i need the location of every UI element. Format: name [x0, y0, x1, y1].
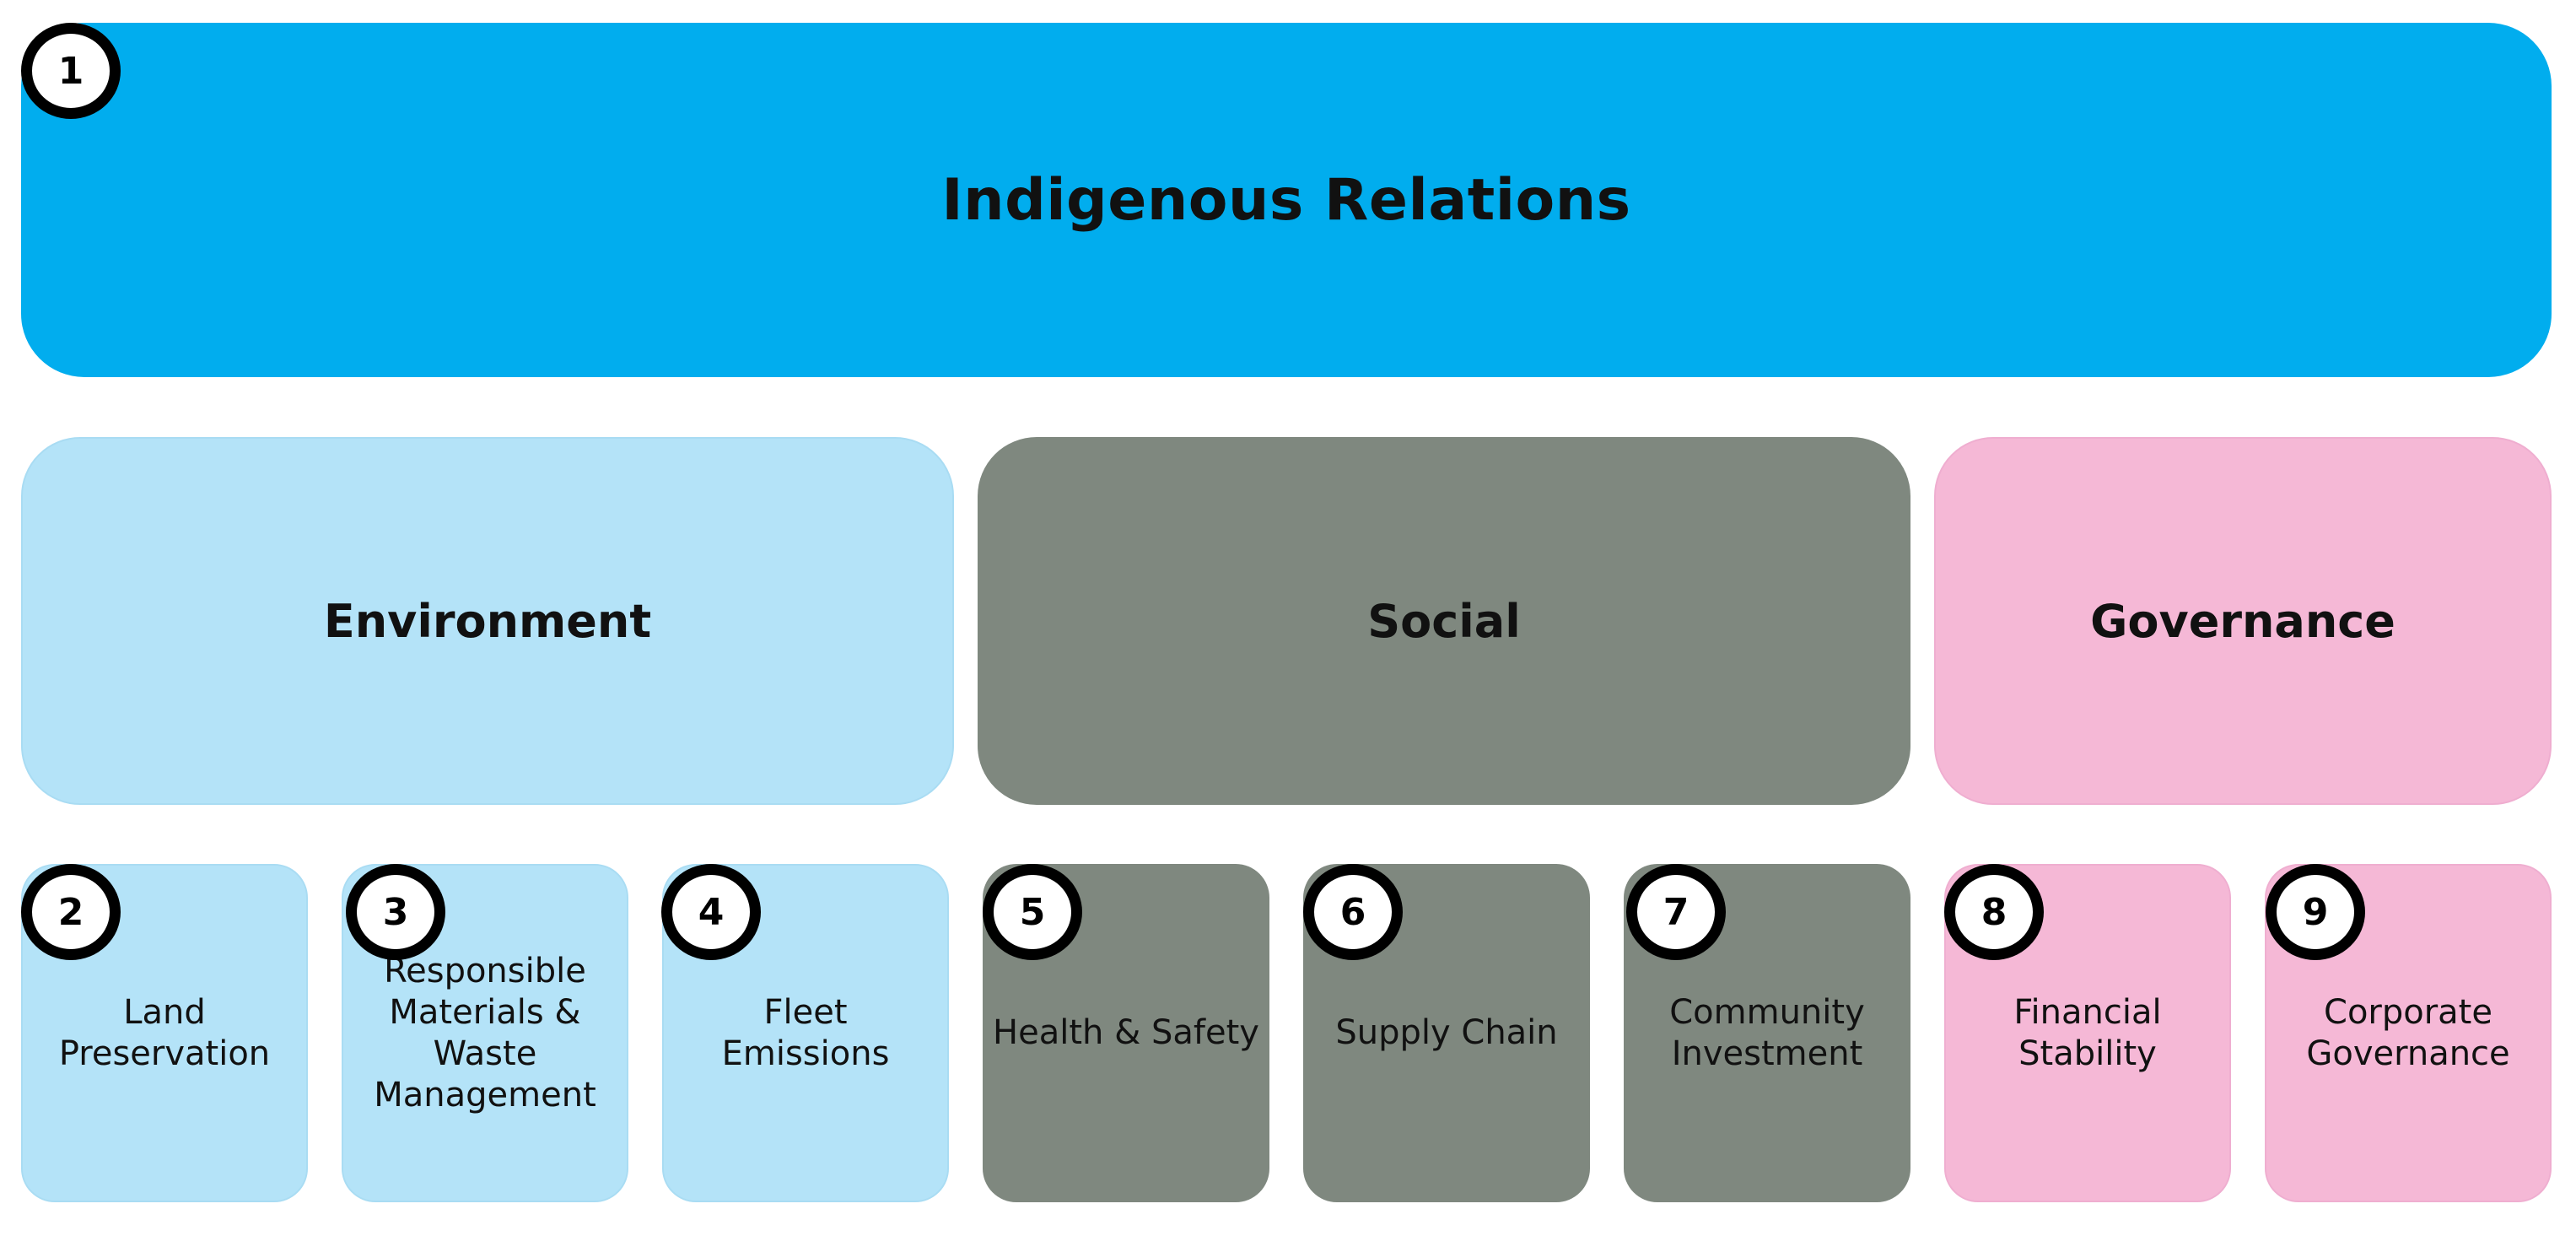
card-responsible-materials-waste: Responsible Materials & Waste Management — [342, 864, 628, 1202]
social-label: Social — [1367, 594, 1521, 648]
number-badge-4: 4 — [661, 864, 761, 960]
indigenous-relations-title: Indigenous Relations — [941, 166, 1631, 234]
number-badge-8: 8 — [1944, 864, 2044, 960]
environment-pillar: Environment — [21, 437, 954, 805]
card-label: Financial Stability — [2013, 992, 2162, 1073]
card-corporate-governance: Corporate Governance — [2265, 864, 2552, 1202]
governance-pillar: Governance — [1934, 437, 2552, 805]
card-fleet-emissions: Fleet Emissions — [662, 864, 949, 1202]
number-badge-7: 7 — [1626, 864, 1726, 960]
card-label: Corporate Governance — [2306, 992, 2510, 1073]
number-badge-2: 2 — [21, 864, 121, 960]
number-badge-3: 3 — [346, 864, 445, 960]
number-badge-9: 9 — [2266, 864, 2365, 960]
card-label: Supply Chain — [1335, 1013, 1558, 1052]
governance-label: Governance — [2090, 594, 2395, 648]
environment-label: Environment — [323, 594, 652, 648]
card-label: Health & Safety — [993, 1013, 1259, 1052]
number-badge-6: 6 — [1303, 864, 1403, 960]
number-badge-1: 1 — [21, 23, 121, 119]
card-label: Responsible Materials & Waste Management — [374, 951, 596, 1115]
card-label: Fleet Emissions — [721, 992, 890, 1073]
social-pillar: Social — [978, 437, 1910, 805]
number-badge-5: 5 — [983, 864, 1082, 960]
indigenous-relations-box: Indigenous Relations — [21, 23, 2552, 377]
card-label: Land Preservation — [58, 992, 271, 1073]
card-label: Community Investment — [1669, 992, 1865, 1073]
